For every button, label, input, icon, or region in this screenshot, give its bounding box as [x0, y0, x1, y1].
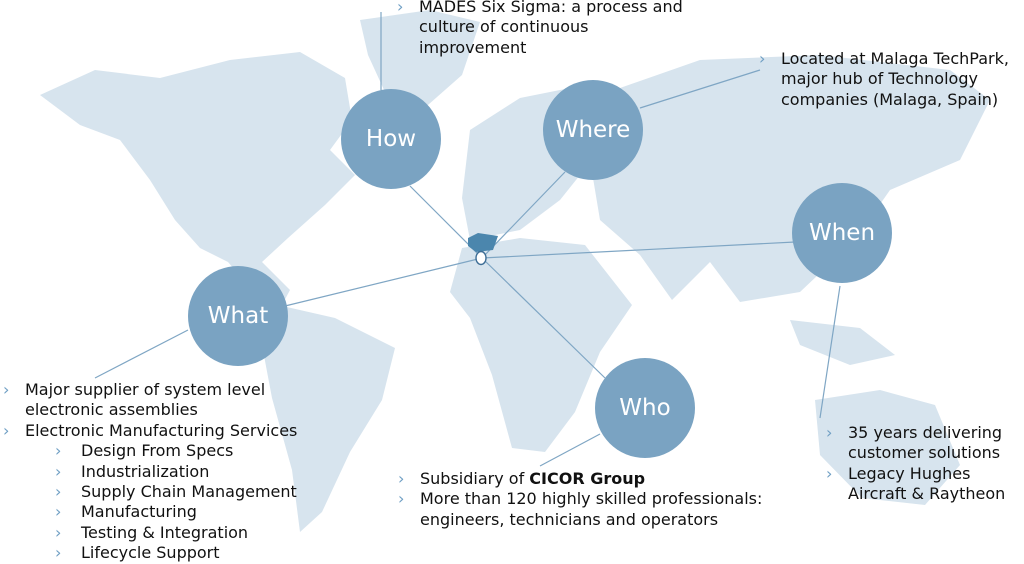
asia: [590, 55, 990, 302]
when-block: 35 years delivering customer solutions L…: [826, 423, 1022, 505]
what-block: Major supplier of system level electroni…: [3, 380, 333, 564]
circle-how: How: [341, 89, 441, 189]
connector-where-text: [639, 69, 761, 109]
who-item-subsidiary: Subsidiary of CICOR Group: [398, 469, 798, 490]
connector-when: [481, 241, 796, 259]
connector-who: [481, 257, 606, 379]
what-sub-item: Industrialization: [3, 462, 333, 483]
who-item-professionals: More than 120 highly skilled professiona…: [398, 489, 798, 530]
circle-what: What: [188, 266, 288, 366]
connector-lines: [94, 12, 841, 467]
where-block: Located at Malaga TechPark, major hub of…: [759, 49, 1024, 110]
circle-what-label: What: [207, 303, 269, 329]
spain-highlight: [468, 233, 498, 252]
what-list: Major supplier of system level electroni…: [3, 380, 333, 564]
how-block: MADES Six Sigma: a process and culture o…: [397, 0, 687, 58]
how-item: MADES Six Sigma: a process and culture o…: [397, 0, 687, 58]
circle-where-label: Where: [555, 117, 631, 143]
connector-what-text: [94, 329, 189, 379]
connector-who-text: [539, 433, 601, 467]
north-america: [40, 52, 355, 262]
circle-where: Where: [543, 80, 643, 180]
what-sub-item: Supply Chain Management: [3, 482, 333, 503]
when-list: 35 years delivering customer solutions L…: [826, 423, 1022, 505]
when-item: 35 years delivering customer solutions: [826, 423, 1022, 464]
what-item: Electronic Manufacturing Services: [3, 421, 333, 442]
when-item: Legacy Hughes Aircraft & Raytheon: [826, 464, 1022, 505]
circle-who-label: Who: [619, 395, 671, 421]
connector-when-text: [819, 285, 841, 419]
where-item: Located at Malaga TechPark, major hub of…: [759, 49, 1024, 110]
what-sub-item: Design From Specs: [3, 441, 333, 462]
indonesia: [790, 320, 895, 365]
circle-when: When: [792, 183, 892, 283]
what-sub-item: Testing & Integration: [3, 523, 333, 544]
circle-how-label: How: [365, 126, 417, 152]
connector-what: [284, 257, 483, 307]
circle-who: Who: [595, 358, 695, 458]
what-item: Major supplier of system level electroni…: [3, 380, 333, 421]
location-marker: [475, 250, 487, 266]
how-list: MADES Six Sigma: a process and culture o…: [397, 0, 687, 58]
who-subsidiary-prefix: Subsidiary of: [420, 469, 530, 488]
where-list: Located at Malaga TechPark, major hub of…: [759, 49, 1024, 110]
who-block: Subsidiary of CICOR Group More than 120 …: [398, 469, 798, 530]
what-sub-item: Manufacturing: [3, 502, 333, 523]
connector-where: [481, 171, 566, 259]
who-list: Subsidiary of CICOR Group More than 120 …: [398, 469, 798, 530]
africa: [450, 238, 632, 452]
who-subsidiary-name: CICOR Group: [529, 469, 646, 488]
what-sub-item: Lifecycle Support: [3, 543, 333, 564]
circle-when-label: When: [808, 220, 876, 246]
